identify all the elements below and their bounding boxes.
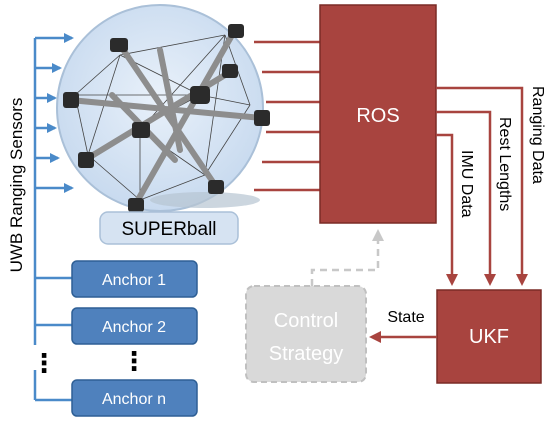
anchor-n: Anchor n <box>71 379 198 417</box>
control-strategy-node: Control Strategy <box>245 285 367 383</box>
robot-to-ros-links <box>254 40 320 192</box>
superball-label-box <box>99 211 239 245</box>
uwb-sensor-bus <box>33 33 74 402</box>
rest-lengths-label: Rest Lengths <box>496 117 513 211</box>
control-label-line2: Strategy <box>269 343 343 365</box>
ros-label: ROS <box>356 105 399 127</box>
ranging-data-label: Ranging Data <box>529 86 546 184</box>
state-label: State <box>387 309 424 326</box>
control-to-ros-arrow <box>310 229 384 286</box>
anchor-n-label: Anchor n <box>102 391 166 408</box>
ros-to-ukf-links <box>436 86 528 286</box>
ros-node: ROS <box>319 4 437 224</box>
anchor-1-label: Anchor 1 <box>102 272 166 289</box>
anchor-dots: ⋮ <box>121 346 147 376</box>
anchor-2-label: Anchor 2 <box>102 319 166 336</box>
anchor-2: Anchor 2 <box>71 307 198 345</box>
robot-rods <box>67 27 265 208</box>
bus-dots: ⋮ <box>31 348 57 378</box>
imu-data-label: IMU Data <box>458 150 475 218</box>
anchor-1: Anchor 1 <box>71 260 198 298</box>
ukf-node: UKF <box>436 289 542 384</box>
uwb-sensors-label: UWB Ranging Sensors <box>7 98 26 273</box>
robot-shadow <box>150 192 260 208</box>
control-label-line1: Control <box>274 310 338 332</box>
superball-label: SUPERball <box>121 219 216 240</box>
robot-end-caps <box>63 24 270 212</box>
superball-robot: SUPERball <box>56 4 270 245</box>
ukf-label: UKF <box>469 326 509 348</box>
